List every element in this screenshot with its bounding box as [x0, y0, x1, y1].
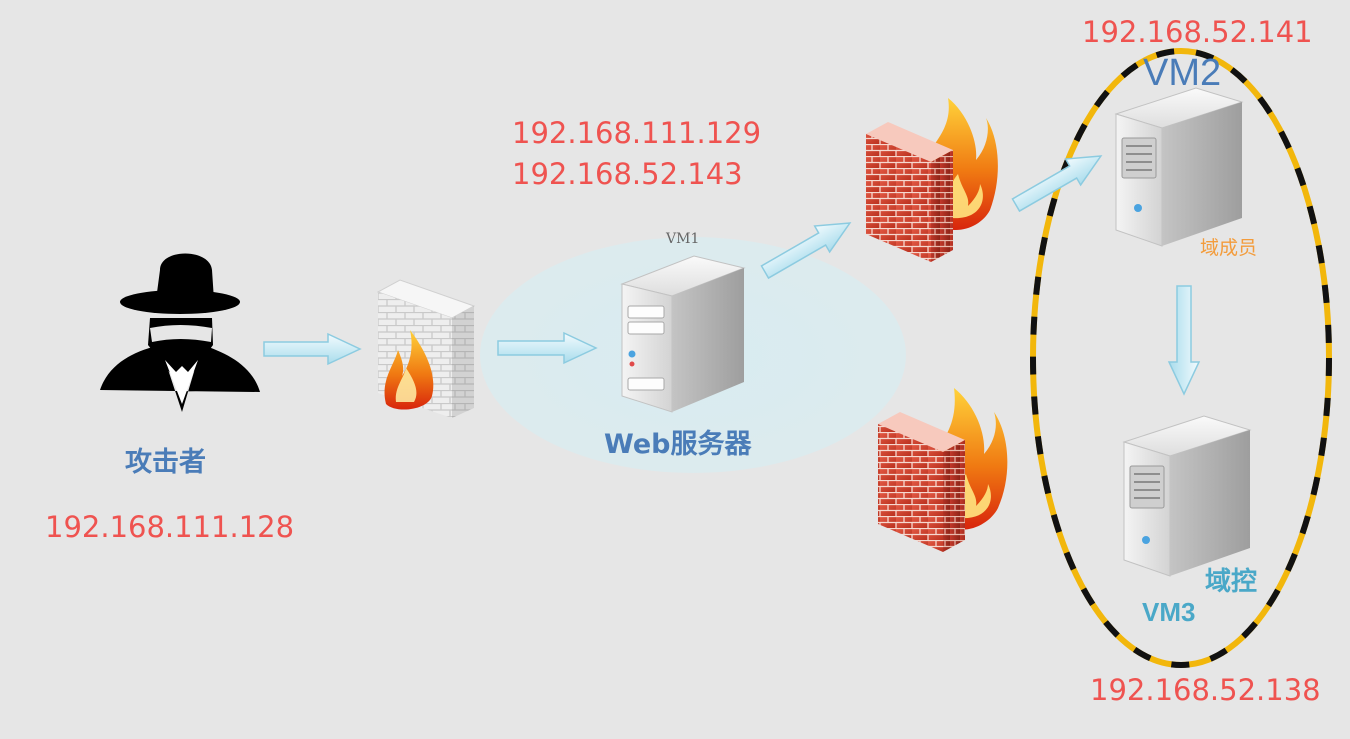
vm2-ip: 192.168.52.141 — [1082, 15, 1313, 49]
server-icon — [1122, 415, 1252, 577]
server-icon — [620, 255, 746, 413]
vm1-label: Web服务器 — [604, 429, 752, 460]
vm1-ip-1: 192.168.111.129 — [512, 116, 762, 150]
vm1-ip-2: 192.168.52.143 — [512, 157, 743, 191]
vm3-ip: 192.168.52.138 — [1090, 673, 1321, 707]
vm2-name: VM2 — [1143, 52, 1222, 94]
vm1-name: VM1 — [666, 231, 700, 247]
arrow-icon — [760, 222, 852, 280]
firewall-icon — [376, 279, 476, 418]
arrow-icon — [1167, 285, 1201, 396]
firewall-icon — [878, 388, 1008, 552]
server-icon — [1114, 87, 1244, 247]
vm2-role: 域成员 — [1200, 237, 1258, 259]
vm3-name: VM3 — [1142, 597, 1196, 627]
domain-ring — [1030, 48, 1332, 668]
firewall-icon — [866, 98, 998, 262]
arrow-icon — [263, 332, 362, 366]
arrow-icon — [497, 331, 598, 365]
arrow-icon — [1011, 155, 1103, 213]
attacker-ip: 192.168.111.128 — [45, 510, 295, 544]
attacker-icon — [100, 253, 260, 412]
vm3-role: 域控 — [1205, 567, 1258, 597]
attacker-label: 攻击者 — [125, 447, 206, 478]
